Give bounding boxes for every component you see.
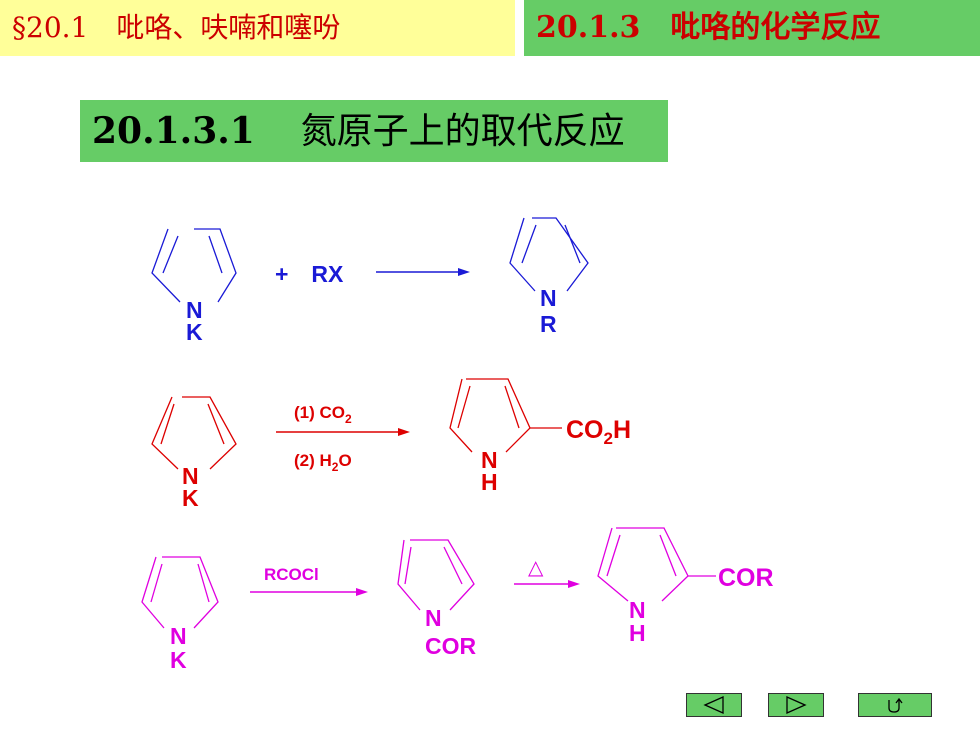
return-arrow-icon xyxy=(888,697,903,713)
product-2-n: N xyxy=(481,447,498,473)
reactant-3-n: N xyxy=(170,623,187,649)
product-2-group-main: CO xyxy=(566,416,604,444)
product-3-h: H xyxy=(629,620,646,646)
subsection-header: 20.1.3 吡咯的化学反应 xyxy=(524,0,980,56)
reactant-3-k: K xyxy=(170,647,187,673)
triangle-right-icon xyxy=(786,695,807,715)
reactant-2-n: N xyxy=(182,463,199,489)
reagent-2-top-main: (1) CO xyxy=(294,403,345,422)
product-1-n: N xyxy=(540,285,557,311)
pyrrole-ring-2a xyxy=(151,396,237,470)
product-2-h: H xyxy=(481,469,498,495)
pyrrole-ring-2b xyxy=(449,378,562,453)
reaction-1 xyxy=(151,217,589,303)
prev-slide-button[interactable] xyxy=(686,693,742,717)
pyrrole-ring-3b xyxy=(397,539,475,611)
reagent-2-bottom-sub: 2 xyxy=(332,460,339,474)
next-slide-button[interactable] xyxy=(768,693,824,717)
heat-symbol: △ xyxy=(528,557,544,579)
reagent-2-top-sub: 2 xyxy=(345,412,352,426)
pyrrole-ring-1b xyxy=(509,217,589,292)
topic-title: 20.1.3.1 氮原子上的取代反应 xyxy=(80,100,668,162)
reagent-2-bottom-main: (2) H xyxy=(294,451,332,470)
reactant-1-n: N xyxy=(186,297,203,323)
reagent-1: + RX xyxy=(275,261,344,287)
product-3-cor: COR xyxy=(718,564,774,592)
product-2-group-sub: 2 xyxy=(604,429,613,448)
reagent-3: RCOCl xyxy=(264,565,319,584)
pyrrole-ring-3a xyxy=(141,556,219,629)
topic-number: 20.1.3.1 xyxy=(92,110,255,152)
pyrrole-ring-3c xyxy=(597,527,716,602)
product-2-group-tail: H xyxy=(613,416,631,444)
reagent-2-bottom-tail: O xyxy=(338,451,351,470)
reaction-2 xyxy=(151,378,562,470)
reactant-2-k: K xyxy=(182,485,199,511)
product-2-group: CO2H xyxy=(566,416,631,448)
intermediate-3-n: N xyxy=(425,605,442,631)
product-3-n: N xyxy=(629,597,646,623)
return-button[interactable] xyxy=(858,693,932,717)
reagent-2-top: (1) CO2 xyxy=(294,403,352,426)
reactant-1-k: K xyxy=(186,319,203,345)
intermediate-3-cor: COR xyxy=(425,633,477,659)
topic-text: 氮原子上的取代反应 xyxy=(300,111,625,152)
triangle-left-icon xyxy=(703,695,724,715)
section-header: §20.1 吡咯、呋喃和噻吩 xyxy=(0,0,515,56)
reaction-3 xyxy=(141,527,716,629)
product-1-r: R xyxy=(540,311,557,337)
reagent-2-bottom: (2) H2O xyxy=(294,451,352,474)
pyrrole-ring-1a xyxy=(151,228,237,303)
